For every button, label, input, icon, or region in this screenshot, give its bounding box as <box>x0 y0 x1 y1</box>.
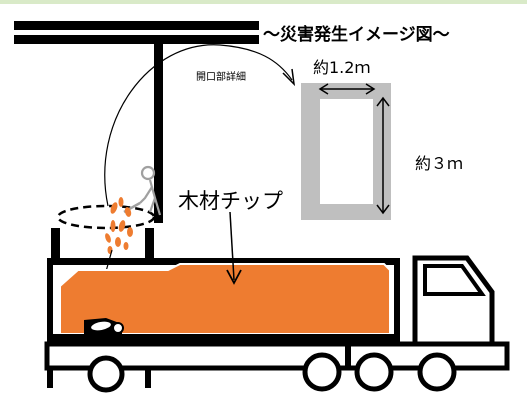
opening-detail-label: 開口部詳細 <box>196 72 246 83</box>
height-label: 約３ｍ <box>415 154 464 173</box>
detail-arrowhead <box>282 68 296 87</box>
hopper <box>51 228 154 258</box>
buried-worker <box>84 318 124 334</box>
width-label: 約1.2ｍ <box>313 58 371 77</box>
wheels <box>87 352 457 393</box>
width-dimension <box>318 83 376 95</box>
chip-arrow <box>229 211 235 281</box>
wheel-rear-left <box>87 355 125 393</box>
top-band <box>0 0 527 4</box>
diagram-title: ～災害発生イメージ図～ <box>263 25 450 45</box>
detail-arrow <box>104 44 293 207</box>
wheel-rear-mid2 <box>354 352 394 392</box>
wheel-rear-mid1 <box>302 352 342 392</box>
wheel-front <box>417 352 457 392</box>
wood-chip-label: 木材チップ <box>178 189 283 213</box>
truck-cab <box>412 255 495 347</box>
worker-figure <box>123 165 162 216</box>
height-dimension <box>376 96 390 215</box>
opening-ellipse <box>56 204 156 230</box>
truck-cargo <box>47 258 400 348</box>
chip-arrowhead <box>226 269 242 285</box>
opening-detail-frame <box>301 83 391 220</box>
overhead-beam <box>14 21 259 223</box>
